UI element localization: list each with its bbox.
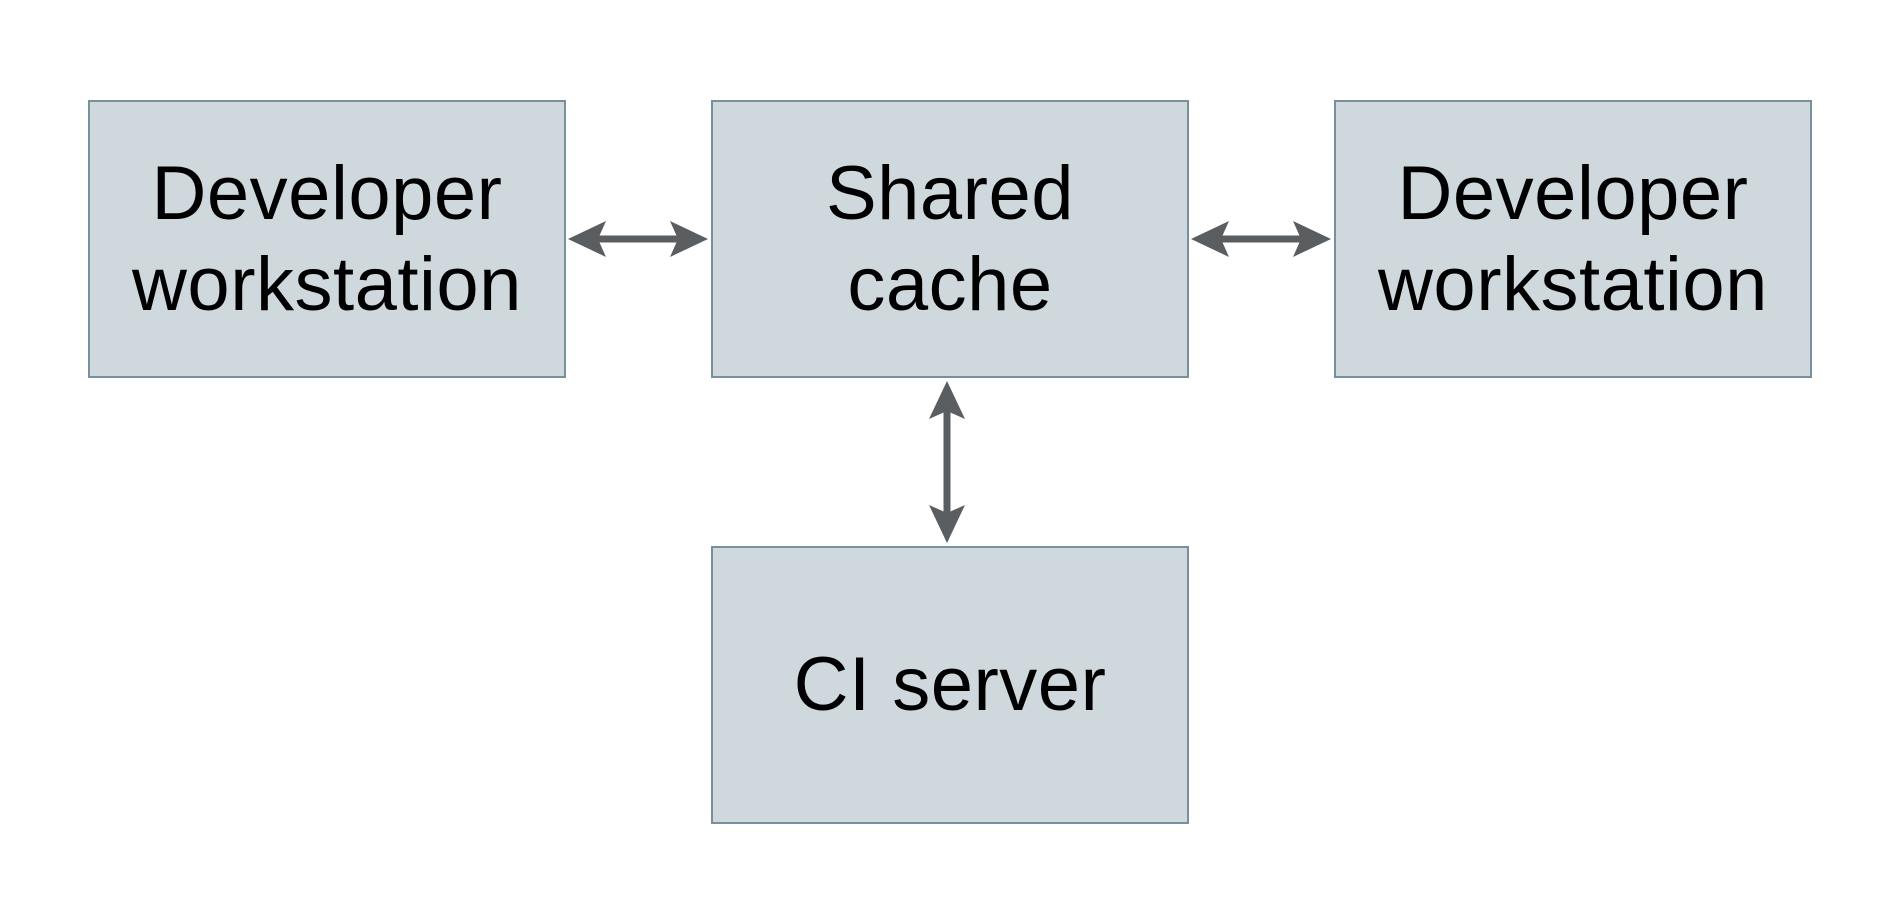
edge-shared-cache-to-workstation-right: [1191, 216, 1331, 262]
node-ci-server: CI server: [711, 546, 1189, 824]
node-shared-cache: Shared cache: [711, 100, 1189, 378]
node-developer-workstation-left: Developer workstation: [88, 100, 566, 378]
double-arrow-horizontal-icon: [1191, 221, 1331, 257]
node-label: CI server: [793, 642, 1107, 728]
node-label: Developer workstation: [132, 150, 522, 327]
double-arrow-vertical-icon: [929, 381, 965, 543]
node-label: Developer workstation: [1378, 150, 1768, 327]
double-arrow-horizontal-icon: [568, 221, 708, 257]
edge-shared-cache-to-ci-server: [924, 381, 970, 543]
node-developer-workstation-right: Developer workstation: [1334, 100, 1812, 378]
edge-workstation-left-to-shared-cache: [568, 216, 708, 262]
node-label: Shared cache: [825, 150, 1075, 327]
